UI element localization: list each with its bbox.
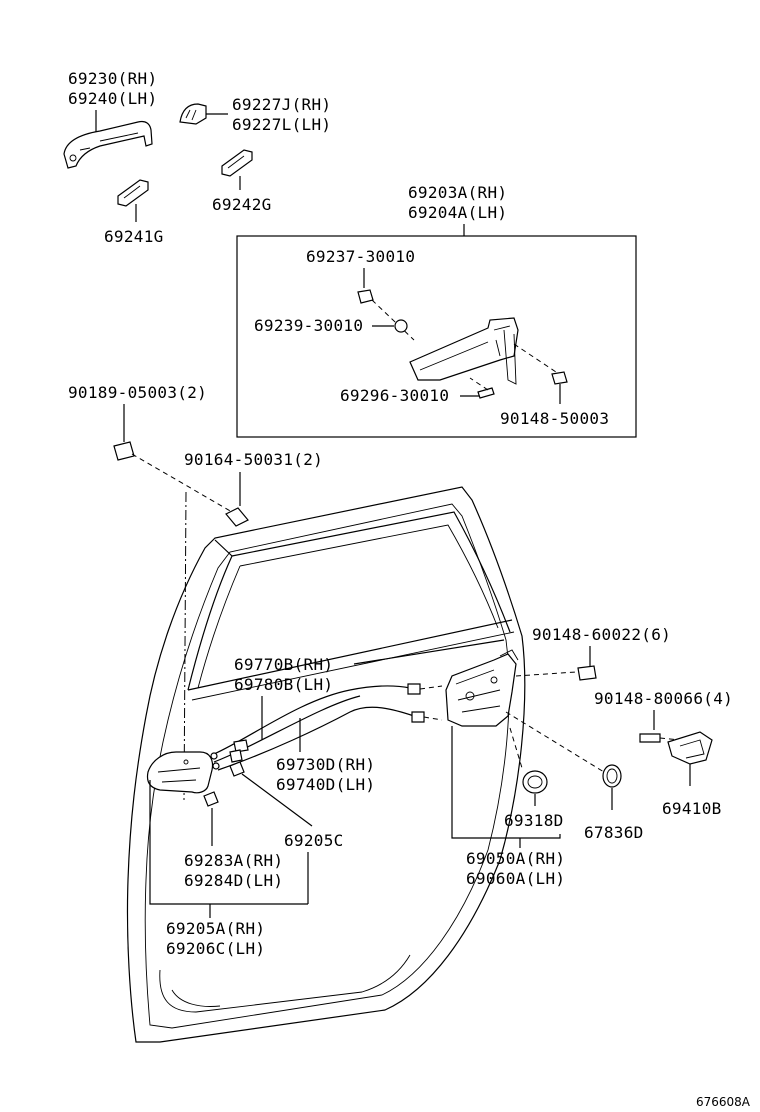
outside-handle-group: 69230(RH) 69240(LH) 69227J(RH) 69227L(LH… [63,69,331,246]
label-67836D: 67836D [584,823,644,842]
lock-cable [213,685,411,755]
label-69283A: 69283A(RH) [184,851,283,870]
striker-69410B [667,731,713,765]
label-69206C: 69206C(LH) [166,939,265,958]
screw-90148-60022 [577,665,597,681]
label-69780B: 69780B(LH) [234,675,333,694]
label-90164: 90164-50031(2) [184,450,323,469]
grommet-69239 [394,319,408,333]
label-69060A: 69060A(LH) [466,869,565,888]
label-69242G: 69242G [212,195,272,214]
label-69284D: 69284D(LH) [184,871,283,890]
handle-pad-front [221,149,253,177]
label-69410B: 69410B [662,799,722,818]
inside-handle-group: 69770B(RH) 69780B(LH) 69730D(RH) 69740D(… [146,639,505,958]
label-69239: 69239-30010 [254,316,363,335]
inside-handle [146,751,214,794]
label-69230: 69230(RH) [68,69,157,88]
label-69050A: 69050A(RH) [466,849,565,868]
label-69205C: 69205C [284,831,344,850]
label-69227L: 69227L(LH) [232,115,331,134]
diagram-id: 676608A [696,1095,751,1109]
label-90148-60022: 90148-60022(6) [532,625,671,644]
door-lock-group: 90148-60022(6) 69050A(RH) 69060A(LH) 693… [445,625,671,888]
label-69770B: 69770B(RH) [234,655,333,674]
clip-69237 [357,289,374,304]
screw-69296 [477,387,495,399]
handle-frame [409,317,519,381]
label-69296: 69296-30010 [340,386,449,405]
screw-90148-50003 [551,371,568,385]
label-69227J: 69227J(RH) [232,95,331,114]
label-90189: 90189-05003(2) [68,383,207,402]
handle-cap [179,103,207,125]
clip-90189 [113,441,135,461]
striker-group: 90148-80066(4) 69410B [594,689,733,818]
release-cable [217,706,415,771]
rod-clip-69205C [229,761,245,777]
door-lock-assembly [445,653,517,727]
label-69203A: 69203A(RH) [408,183,507,202]
label-69730D: 69730D(RH) [276,755,375,774]
label-69318D: 69318D [504,811,564,830]
label-69237: 69237-30010 [306,247,415,266]
label-90148-80066: 90148-80066(4) [594,689,733,708]
label-90148-50003: 90148-50003 [500,409,609,428]
grommet-67836D [602,764,622,788]
label-69240: 69240(LH) [68,89,157,108]
subassembly-box [236,235,637,438]
label-69740D: 69740D(LH) [276,775,375,794]
label-69204A: 69204A(LH) [408,203,507,222]
bezel-cap-69283A [203,791,219,807]
outside-handle [63,120,153,169]
door-panel [126,486,526,1043]
label-69205A: 69205A(RH) [166,919,265,938]
screw-90164 [225,507,249,527]
handle-frame-group: 69203A(RH) 69204A(LH) 69237-30010 69239-… [236,183,637,438]
hole-plug-69318D [522,770,548,794]
handle-pad-rear [117,179,149,207]
fasteners-left: 90189-05003(2) 90164-50031(2) [68,383,323,801]
screw-90148-80066 [639,733,661,743]
label-69241G: 69241G [104,227,164,246]
